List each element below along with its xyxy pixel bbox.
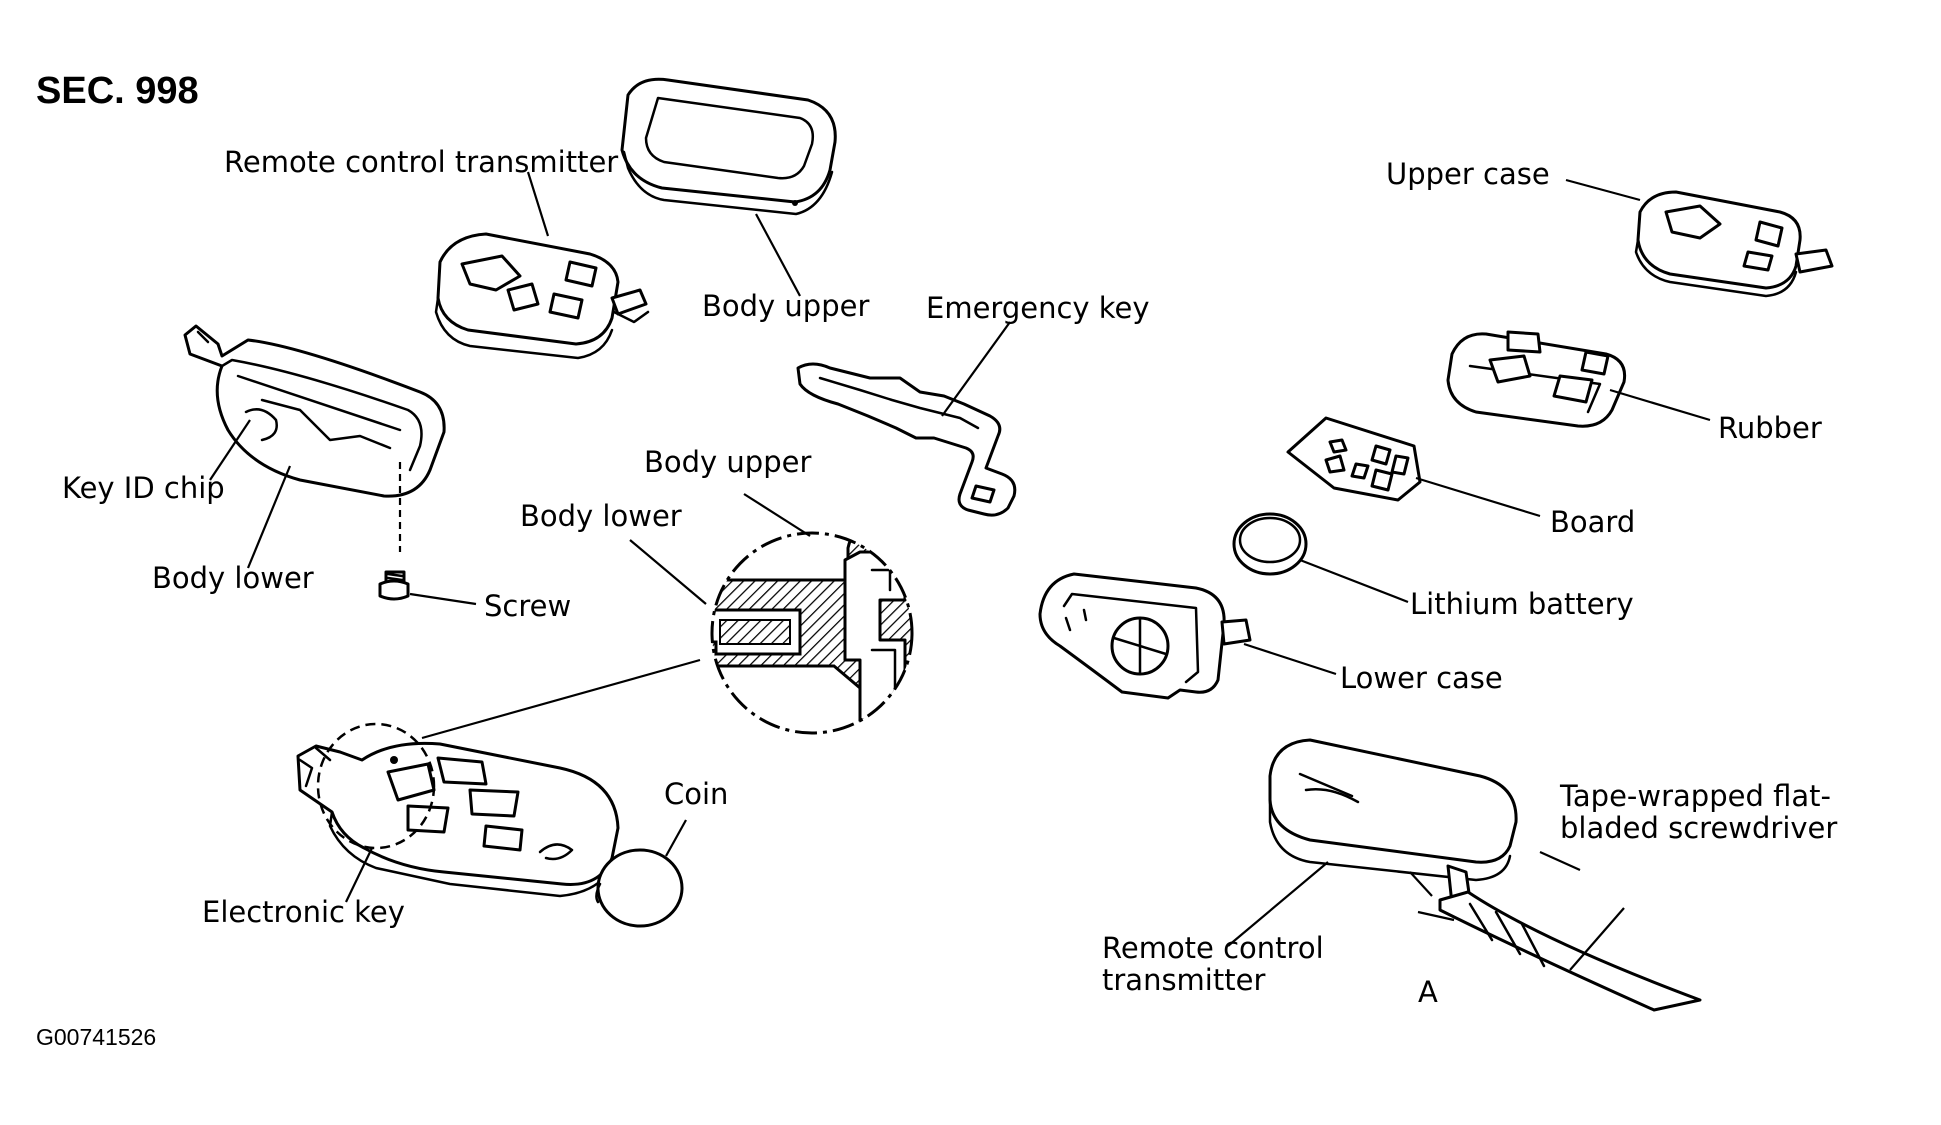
figure-code: G00741526 <box>36 1024 157 1050</box>
board-part <box>1286 416 1541 518</box>
electronic-key-part <box>296 658 701 898</box>
label-point-a: A <box>1418 975 1438 1009</box>
coin-part <box>595 819 687 928</box>
upper-case-part <box>1565 178 1834 298</box>
label-body-lower: Body lower <box>152 561 314 595</box>
label-lithium-battery: Lithium battery <box>1410 587 1634 621</box>
label-tape-wrapped-screwdriver: Tape-wrapped flat-bladed screwdriver <box>1560 779 1838 846</box>
emergency-key-part <box>796 362 1017 517</box>
label-upper-case: Upper case <box>1386 157 1550 191</box>
label-key-id-chip: Key ID chip <box>62 471 225 505</box>
label-screw: Screw <box>484 589 572 623</box>
leader-lines <box>209 171 1329 947</box>
lithium-battery-part <box>1232 512 1409 604</box>
lower-case-part <box>1038 572 1337 700</box>
transmitter-part <box>434 232 650 360</box>
label-lower-case: Lower case <box>1340 661 1503 695</box>
label-rubber: Rubber <box>1718 411 1822 445</box>
rubber-part <box>1446 330 1711 428</box>
label-emergency-key: Emergency key <box>926 291 1150 325</box>
label-detail-body-upper: Body upper <box>644 445 812 479</box>
section-detail-circle <box>710 531 914 735</box>
section-number: SEC. 998 <box>36 70 199 112</box>
label-detail-body-lower: Body lower <box>520 499 682 533</box>
transmitter-screwdriver-part <box>1268 738 1702 1012</box>
label-electronic-key: Electronic key <box>202 895 405 929</box>
label-coin: Coin <box>664 777 729 811</box>
screw-part <box>378 570 477 606</box>
label-body-upper: Body upper <box>702 289 870 323</box>
body-upper-part <box>620 77 837 216</box>
label-board: Board <box>1550 505 1636 539</box>
label-transmitter-bottom: Remote control transmitter <box>1102 931 1324 998</box>
label-remote-control-transmitter: Remote control transmitter <box>224 145 619 179</box>
body-lower-part <box>183 324 446 552</box>
